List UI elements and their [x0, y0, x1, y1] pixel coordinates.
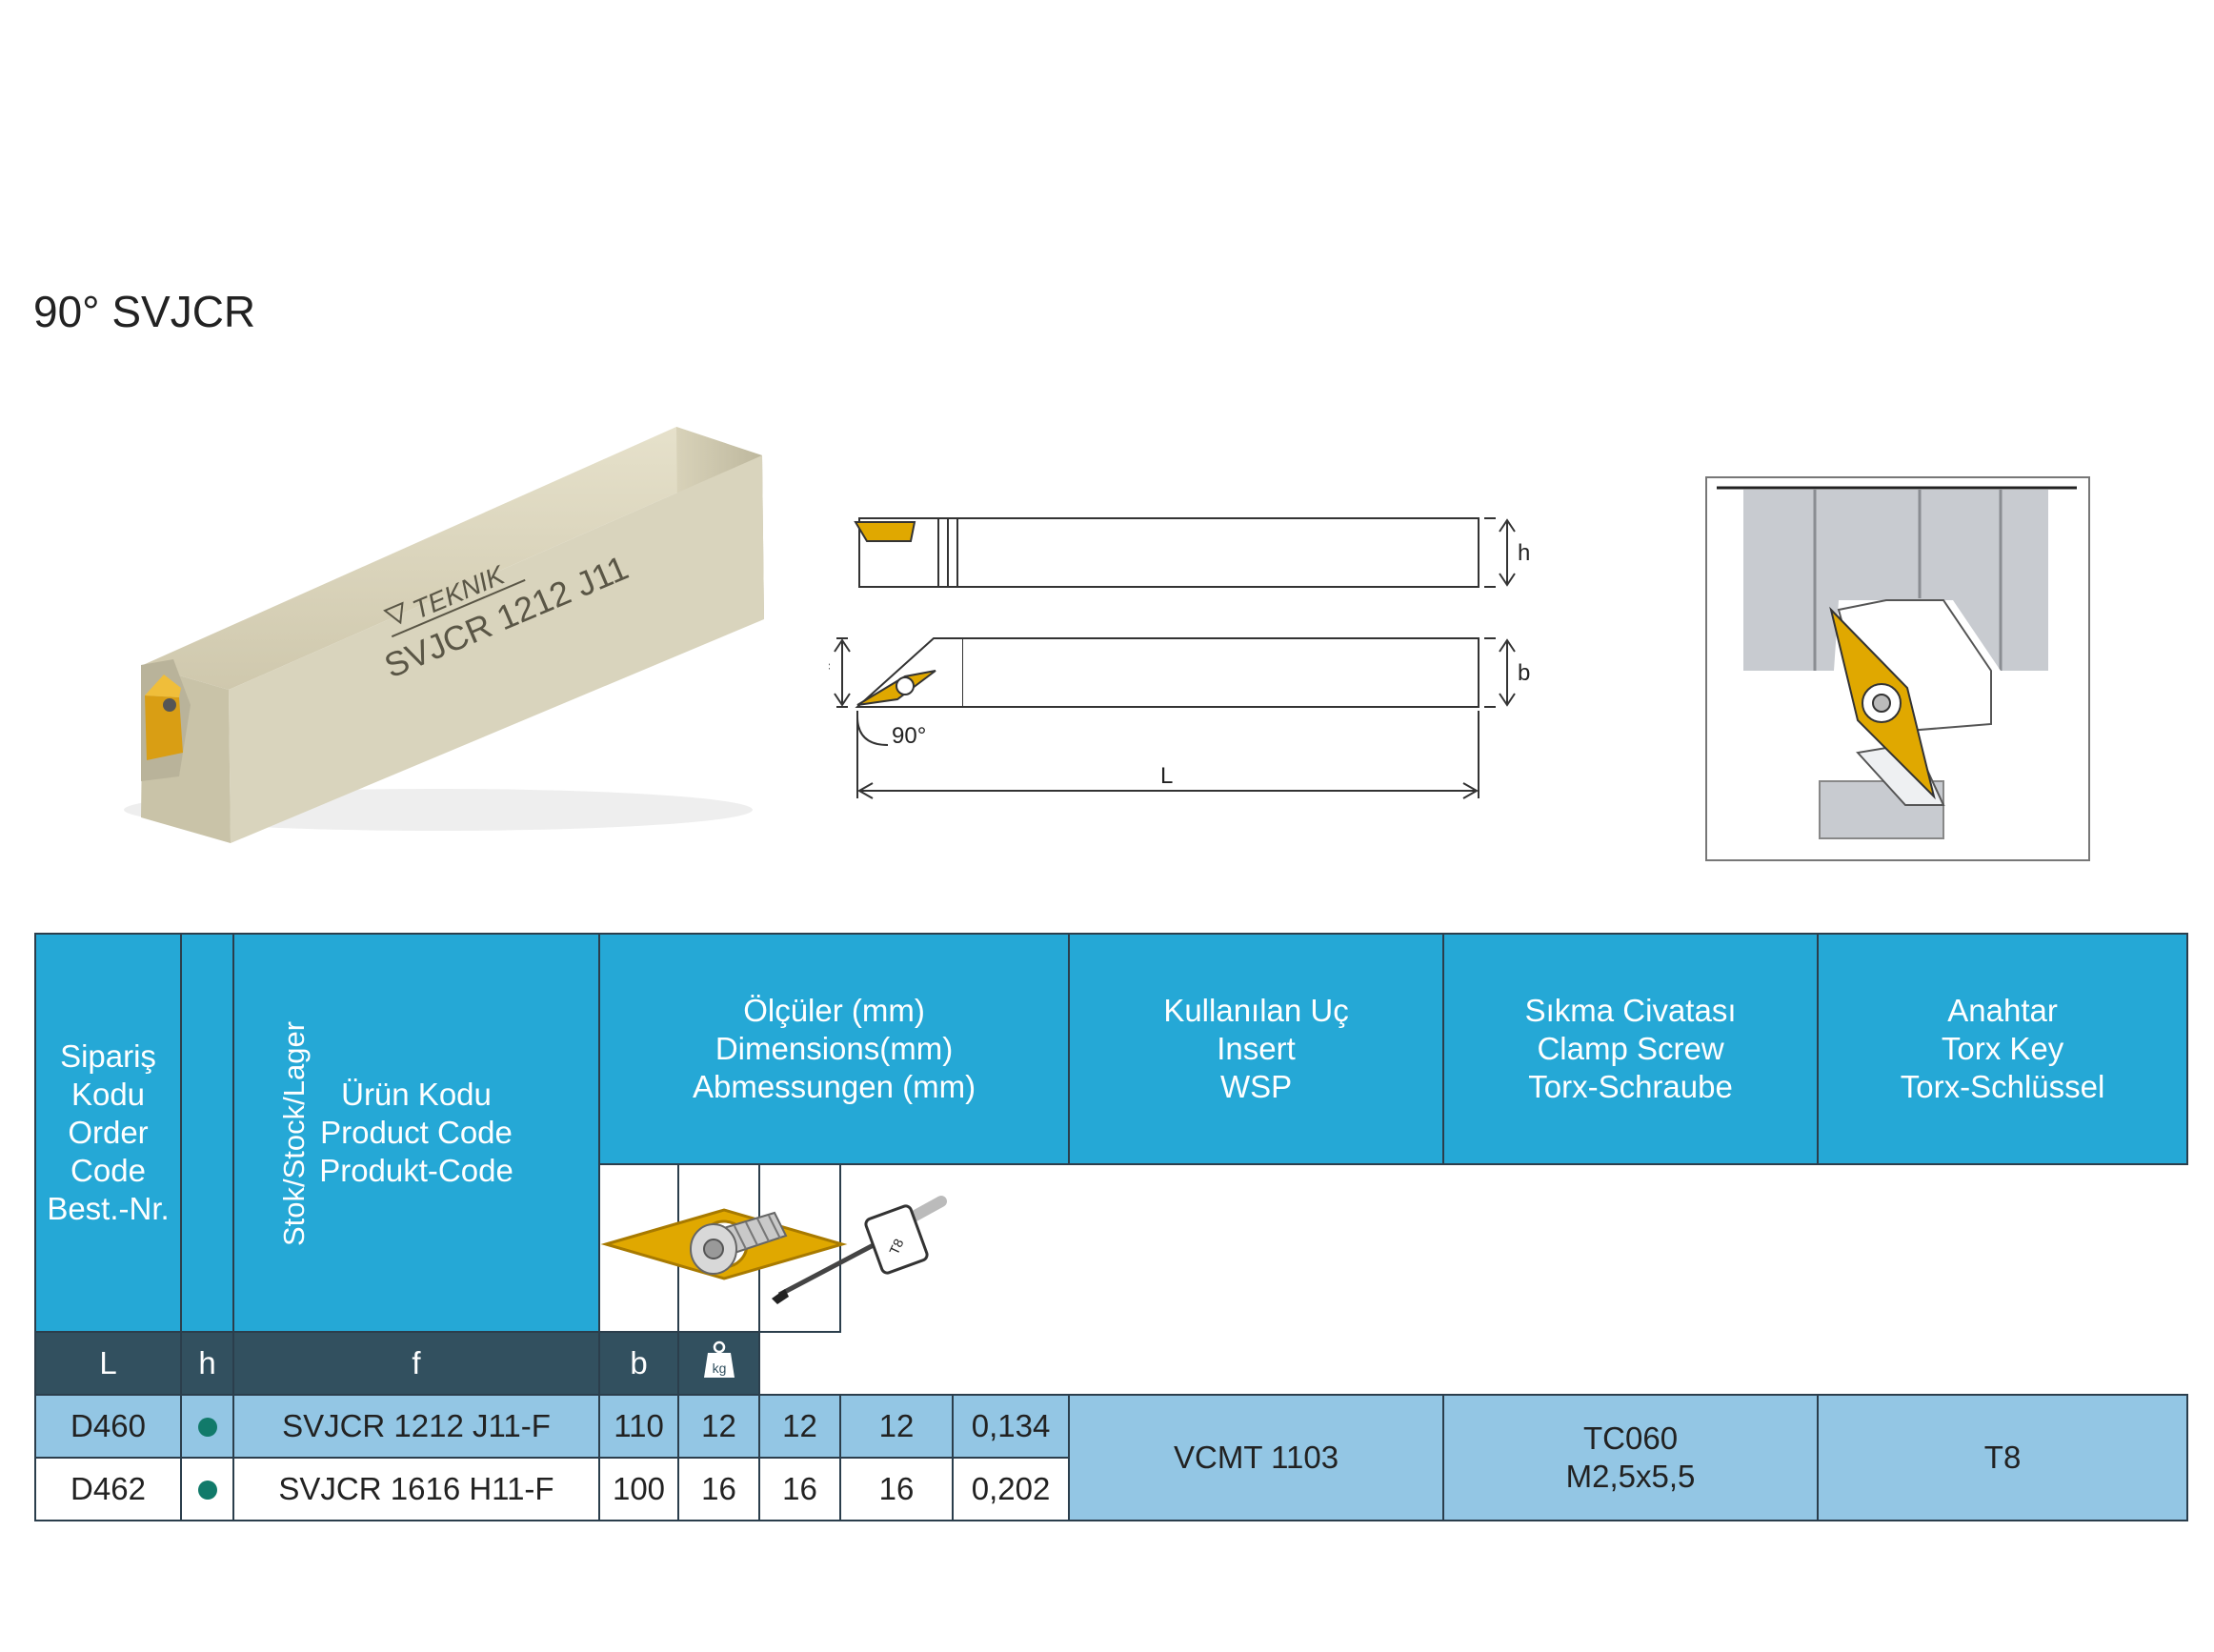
header-stock: Stok/Stock/Lager — [180, 933, 311, 1333]
f-cell: 12 — [758, 1394, 841, 1459]
application-illustration — [1705, 476, 2090, 861]
h-cell: 12 — [677, 1394, 760, 1459]
order-code-cell: D462 — [34, 1457, 182, 1521]
l-cell: 100 — [598, 1457, 679, 1521]
insert-value-cell: VCMT 1103 — [1068, 1394, 1445, 1521]
table-row: D462 SVJCR 1616 H11-F 100 16 16 16 0,202 — [34, 1457, 2187, 1521]
f-cell: 16 — [758, 1457, 841, 1521]
in-stock-indicator — [197, 1481, 217, 1500]
page-title: 90° SVJCR — [33, 287, 256, 336]
dim-h-label: h — [1518, 540, 1530, 566]
h-cell: 16 — [677, 1457, 760, 1521]
weight-cell: 0,134 — [951, 1394, 1071, 1459]
order-code-cell: D460 — [34, 1394, 182, 1459]
torx-key-size-label: T8 — [886, 1236, 906, 1257]
torx-key-value-cell: T8 — [1817, 1394, 2189, 1521]
tool-holder-photo: TEKNIK SVJCR 1212 J11 — [124, 427, 764, 843]
b-cell: 16 — [839, 1457, 954, 1521]
product-code-cell: SVJCR 1616 H11-F — [232, 1457, 600, 1521]
b-cell: 12 — [839, 1394, 954, 1459]
col-h: h — [180, 1331, 234, 1396]
col-b: b — [598, 1331, 679, 1396]
dim-f-label: f — [829, 660, 830, 686]
weight-cell: 0,202 — [951, 1457, 1071, 1521]
in-stock-indicator — [197, 1418, 217, 1437]
dim-b-label: b — [1518, 660, 1530, 686]
col-weight: kg — [677, 1331, 760, 1396]
svg-text:kg: kg — [712, 1360, 726, 1376]
product-code-cell: SVJCR 1212 J11-F — [232, 1394, 600, 1459]
clamp-screw-image-cell — [677, 1163, 788, 1333]
insert-image-cell — [598, 1163, 848, 1333]
header-dimensions: Ölçüler (mm)Dimensions(mm)Abmessungen (m… — [597, 933, 1071, 1165]
weight-icon: kg — [703, 1340, 735, 1378]
technical-drawing: h b f L 90° — [829, 517, 1530, 799]
stock-cell — [180, 1394, 234, 1459]
col-l: L — [34, 1331, 182, 1396]
stock-cell — [180, 1457, 234, 1521]
angle-label: 90° — [892, 723, 926, 749]
l-cell: 110 — [598, 1394, 679, 1459]
dim-l-label: L — [1160, 763, 1173, 789]
torx-key-image-cell: T8 — [758, 1163, 947, 1333]
col-f: f — [232, 1331, 600, 1396]
torx-key-icon: T8 — [772, 1195, 947, 1304]
table-row: D460 SVJCR 1212 J11-F 110 12 12 12 0,134… — [34, 1394, 2189, 1521]
